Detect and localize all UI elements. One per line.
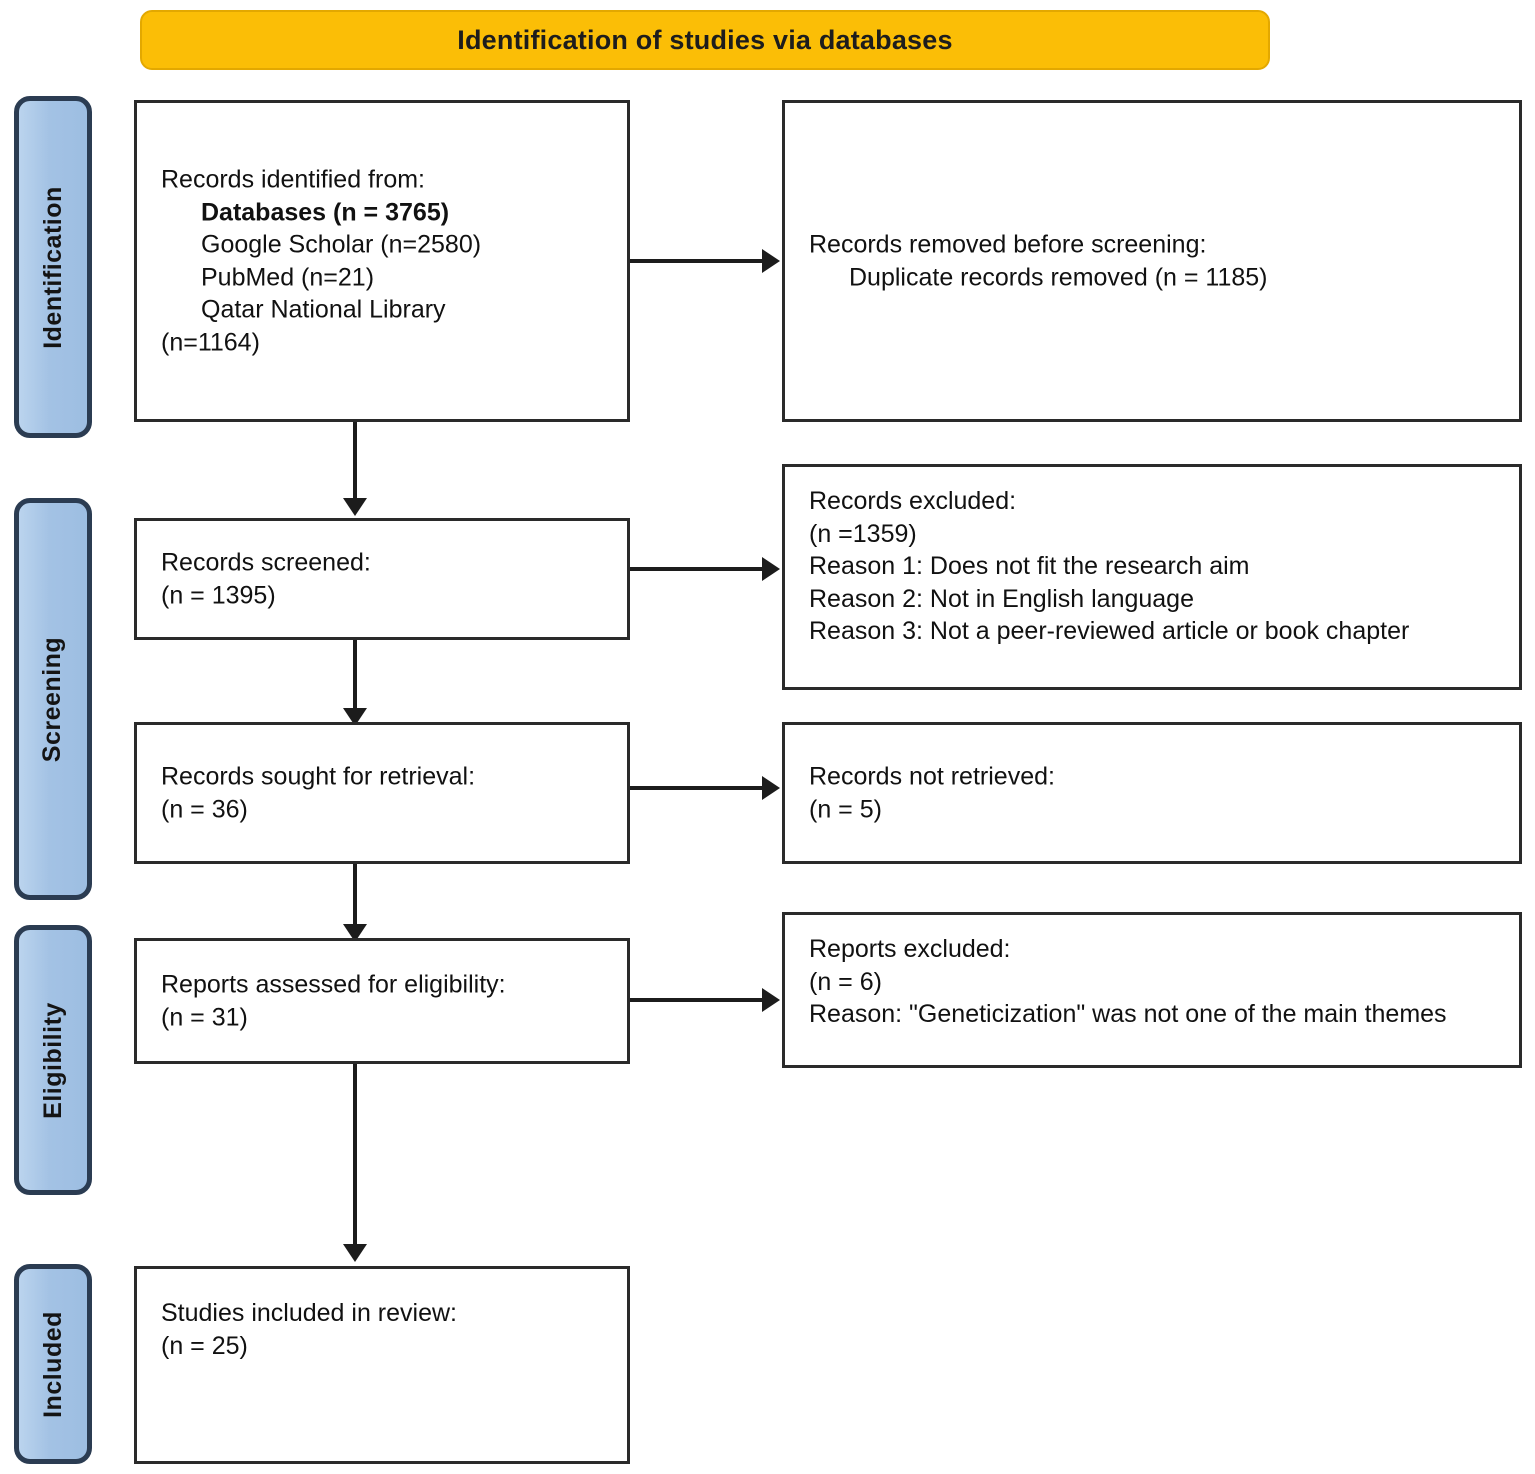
stage-tab-included-label: Included	[38, 1310, 67, 1418]
records-identified-line-4: Qatar National Library	[201, 295, 446, 324]
connector-assessed-to-reports-excluded	[630, 998, 764, 1002]
connector-assessed-to-included	[353, 1064, 357, 1252]
records-excluded-line-0: Records excluded:	[809, 487, 1017, 515]
records-identified-line-2: Google Scholar (n=2580)	[201, 230, 482, 259]
box-reports-excluded: Reports excluded: (n = 6) Reason: "Genet…	[782, 912, 1522, 1068]
records-identified-line-3: PubMed (n=21)	[201, 263, 375, 291]
box-studies-included: Studies included in review: (n = 25)	[134, 1266, 630, 1464]
box-records-removed-content: Records removed before screening: Duplic…	[809, 229, 1507, 294]
connector-identified-to-screened	[353, 422, 357, 504]
connector-screened-to-excluded-arrowhead	[762, 557, 780, 581]
connector-identified-to-screened-arrowhead	[343, 498, 367, 516]
box-records-sought: Records sought for retrieval: (n = 36)	[134, 722, 630, 864]
box-reports-excluded-content: Reports excluded: (n = 6) Reason: "Genet…	[809, 933, 1507, 1031]
box-reports-assessed-content: Reports assessed for eligibility: (n = 3…	[161, 969, 615, 1034]
reports-excluded-line-2: Reason: "Geneticization" was not one of …	[809, 1000, 1447, 1028]
box-records-sought-content: Records sought for retrieval: (n = 36)	[161, 761, 615, 826]
box-studies-included-content: Studies included in review: (n = 25)	[161, 1297, 615, 1362]
diagram-title: Identification of studies via databases	[457, 24, 953, 55]
connector-screened-to-sought	[353, 640, 357, 716]
records-sought-line-1: (n = 36)	[161, 795, 248, 823]
records-identified-line-0: Records identified from:	[161, 165, 426, 194]
records-screened-line-0: Records screened:	[161, 548, 371, 577]
reports-excluded-line-1: (n = 6)	[809, 967, 882, 996]
records-screened-line-1: (n = 1395)	[161, 581, 276, 609]
stage-tab-screening: Screening	[14, 498, 92, 900]
records-not-retrieved-line-1: (n = 5)	[809, 795, 882, 823]
studies-included-line-1: (n = 25)	[161, 1331, 248, 1360]
connector-sought-to-not-retrieved	[630, 786, 764, 790]
box-records-identified: Records identified from: Databases (n = …	[134, 100, 630, 422]
connector-sought-to-not-retrieved-arrowhead	[762, 776, 780, 800]
reports-assessed-line-1: (n = 31)	[161, 1003, 248, 1031]
box-reports-assessed: Reports assessed for eligibility: (n = 3…	[134, 938, 630, 1064]
records-removed-line-1: Duplicate records removed (n = 1185)	[849, 263, 1268, 291]
stage-tab-identification: Identification	[14, 96, 92, 438]
box-records-not-retrieved: Records not retrieved: (n = 5)	[782, 722, 1522, 864]
records-not-retrieved-line-0: Records not retrieved:	[809, 762, 1055, 791]
connector-assessed-to-included-arrowhead	[343, 1244, 367, 1262]
records-excluded-line-1: (n =1359)	[809, 519, 917, 548]
connector-identified-to-removed	[630, 259, 764, 263]
stage-tab-eligibility: Eligibility	[14, 925, 92, 1195]
connector-screened-to-excluded	[630, 567, 764, 571]
box-records-excluded: Records excluded: (n =1359) Reason 1: Do…	[782, 464, 1522, 690]
records-removed-line-0: Records removed before screening:	[809, 230, 1207, 259]
reports-excluded-line-0: Reports excluded:	[809, 935, 1011, 963]
studies-included-line-0: Studies included in review:	[161, 1299, 457, 1327]
stage-tab-screening-label: Screening	[38, 636, 67, 762]
records-excluded-line-2: Reason 1: Does not fit the research aim	[809, 552, 1250, 580]
reports-assessed-line-0: Reports assessed for eligibility:	[161, 970, 506, 999]
stage-tab-included: Included	[14, 1264, 92, 1464]
stage-tab-eligibility-label: Eligibility	[38, 1001, 67, 1119]
box-records-screened-content: Records screened: (n = 1395)	[161, 547, 615, 612]
box-records-excluded-content: Records excluded: (n =1359) Reason 1: Do…	[809, 485, 1507, 648]
box-records-identified-content: Records identified from: Databases (n = …	[161, 164, 615, 359]
box-records-removed: Records removed before screening: Duplic…	[782, 100, 1522, 422]
diagram-title-banner: Identification of studies via databases	[140, 10, 1270, 70]
connector-assessed-to-reports-excluded-arrowhead	[762, 988, 780, 1012]
records-sought-line-0: Records sought for retrieval:	[161, 762, 476, 791]
stage-tab-identification-label: Identification	[38, 185, 67, 349]
box-records-screened: Records screened: (n = 1395)	[134, 518, 630, 640]
connector-screened-to-sought-arrowhead	[343, 708, 367, 726]
box-records-not-retrieved-content: Records not retrieved: (n = 5)	[809, 761, 1507, 826]
records-identified-line-5: (n=1164)	[161, 328, 260, 356]
records-identified-line-1: Databases (n = 3765)	[201, 198, 450, 226]
records-excluded-line-4: Reason 3: Not a peer-reviewed article or…	[809, 617, 1410, 645]
connector-identified-to-removed-arrowhead	[762, 249, 780, 273]
records-excluded-line-3: Reason 2: Not in English language	[809, 584, 1194, 613]
connector-sought-to-assessed	[353, 864, 357, 932]
connector-sought-to-assessed-arrowhead	[343, 924, 367, 942]
